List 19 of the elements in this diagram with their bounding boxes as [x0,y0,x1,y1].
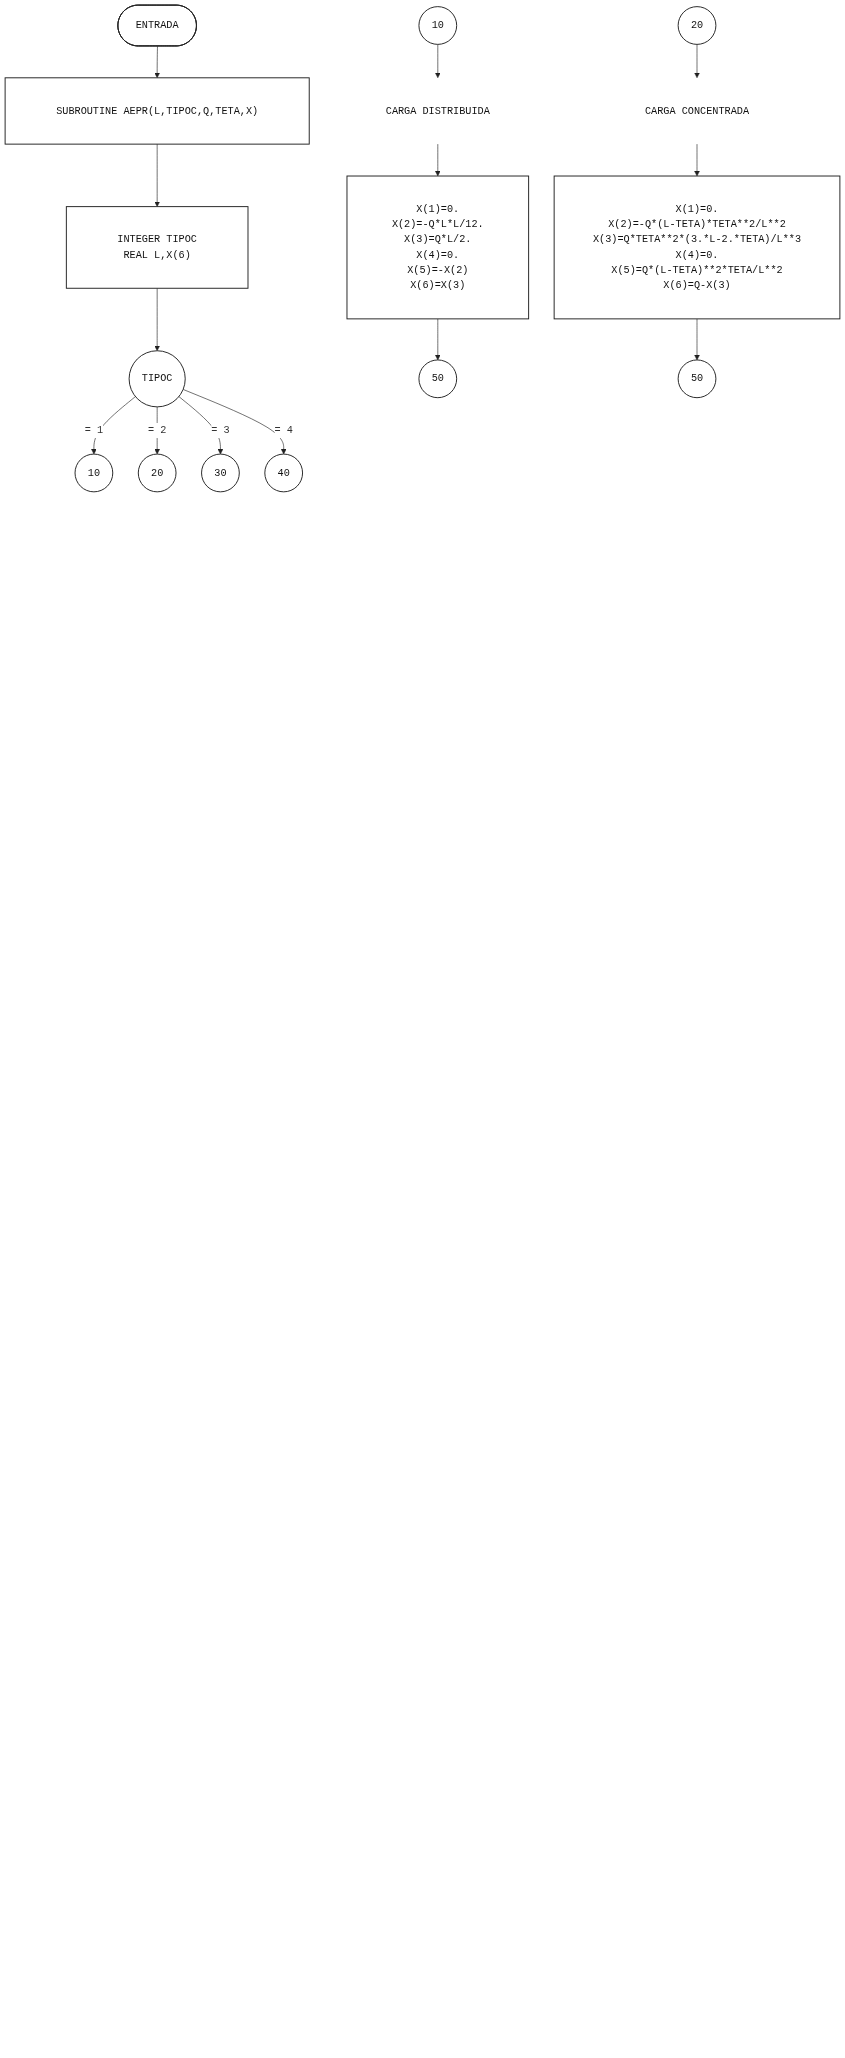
node-circle: 40 [264,453,304,493]
edge-label: = 2 [147,424,167,437]
node-box: INTEGER TIPOC REAL L,X(6) [65,206,249,289]
node-circle: 30 [201,453,240,493]
node-circle: 20 [137,453,177,493]
edge-label: = 4 [274,424,293,437]
node-circle: TIPOC [128,350,186,408]
node-circle: 10 [418,6,458,45]
node-box: X(1)=0. X(2)=-Q*(L-TETA)*TETA**2/L**2 X(3)=Q*TETA**2*(3.*L-2.*TETA)/L**3 X(4)=0. X(5)=Q*(L-TETA)**2*TETA/L**2 X(6)=Q-X(3) [553,175,841,320]
node-box: SUBROUTINE AEPR(L,TIPOC,Q,TETA,X) [4,77,310,145]
node-text: CARGA CONCENTRADA [644,105,750,117]
node-circle: 50 [418,359,458,399]
node-circle: 50 [677,359,717,399]
edge-label: = 1 [84,424,104,437]
node-circle: 20 [677,6,717,45]
node-box: X(1)=0. X(2)=-Q*L*L/12. X(3)=Q*L/2. X(4)=0. X(5)=-X(2) X(6)=X(3) [346,175,530,320]
node-text: CARGA DISTRIBUIDA [385,105,490,117]
edge-label: = 3 [211,424,230,437]
node-circle: 10 [74,453,114,493]
